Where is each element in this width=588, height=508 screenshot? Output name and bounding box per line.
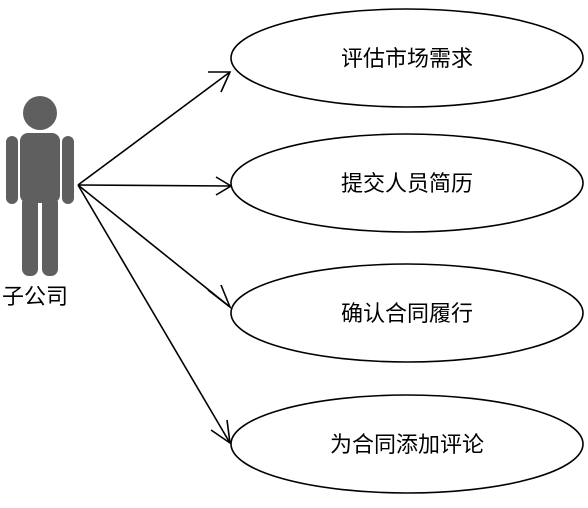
actor-left-arm	[6, 136, 18, 204]
association-lines	[77, 71, 233, 445]
arrowhead-4	[210, 419, 232, 445]
use-case-ellipse	[230, 263, 584, 363]
use-case-label: 评估市场需求	[341, 47, 473, 72]
actor-left-leg	[22, 196, 38, 276]
arrowhead-1	[208, 71, 232, 93]
use-case-ellipse	[230, 394, 584, 494]
use-case-2: 提交人员简历	[230, 133, 584, 233]
use-case-1: 评估市场需求	[230, 8, 584, 108]
use-case-ellipse	[230, 133, 584, 233]
actor-figure	[6, 96, 74, 276]
actor-torso	[20, 133, 60, 203]
association-line-3	[77, 184, 231, 308]
use-case-ellipse	[230, 8, 584, 108]
actor-label: 子公司	[2, 285, 68, 310]
actor-head	[23, 96, 57, 130]
use-case-label: 提交人员简历	[341, 172, 473, 197]
arrowhead-3	[207, 284, 232, 310]
use-case-label: 确认合同履行	[341, 302, 473, 327]
association-line-1	[77, 71, 231, 186]
use-case-3: 确认合同履行	[230, 263, 584, 363]
actor-right-arm	[62, 136, 74, 204]
use-case-label: 为合同添加评论	[330, 433, 484, 458]
association-line-2	[77, 184, 232, 187]
actor-right-leg	[42, 196, 58, 276]
association-line-4	[77, 184, 231, 444]
use-case-4: 为合同添加评论	[230, 394, 584, 494]
